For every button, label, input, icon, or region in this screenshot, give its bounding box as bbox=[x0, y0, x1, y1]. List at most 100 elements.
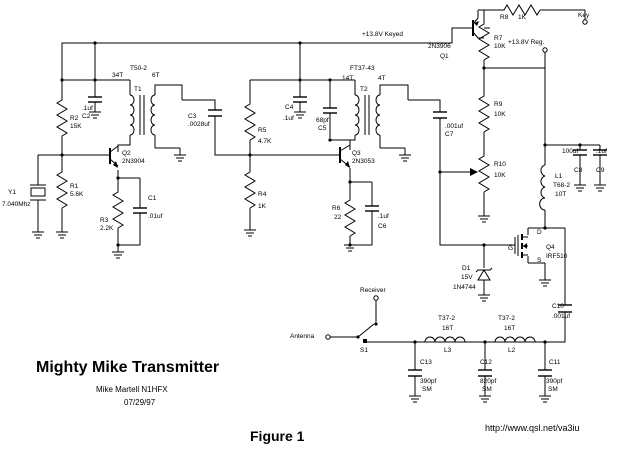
r9-value: 10K bbox=[494, 111, 506, 118]
d1-type: 1N4744 bbox=[453, 284, 476, 291]
c2-value: .1uf bbox=[82, 105, 93, 112]
capacitor-c3 bbox=[208, 109, 222, 117]
c5-value: 68pf bbox=[316, 117, 329, 124]
r3-label: R3 bbox=[100, 217, 109, 224]
r7-value: 10K bbox=[494, 43, 506, 50]
capacitor-c9 bbox=[593, 149, 607, 156]
capacitor-c10 bbox=[558, 304, 572, 313]
resistor-r6 bbox=[344, 196, 356, 237]
r10-label: R10 bbox=[494, 161, 506, 168]
d1-label: D1 bbox=[462, 265, 471, 272]
supply-keyed-label: +13.8V Keyed bbox=[362, 31, 403, 38]
capacitor-c12 bbox=[478, 369, 492, 377]
transistor-q2 bbox=[109, 145, 119, 168]
junction-dots bbox=[60, 41, 582, 344]
antenna-label: Antenna bbox=[290, 333, 315, 340]
l3-turns: 16T bbox=[442, 325, 453, 332]
c13-label: C13 bbox=[420, 359, 432, 366]
c4-value: .1uf bbox=[283, 115, 294, 122]
resistor-r10 bbox=[478, 152, 490, 193]
capacitor-c11 bbox=[538, 369, 552, 377]
r5-label: R5 bbox=[258, 127, 267, 134]
resistor-r8 bbox=[500, 4, 541, 16]
r5-value: 4.7K bbox=[258, 138, 272, 145]
capacitor-c5 bbox=[323, 107, 337, 114]
t2-secondary-turns: 4T bbox=[378, 75, 386, 82]
resistor-r7 bbox=[478, 20, 490, 61]
r7-label: R7 bbox=[494, 35, 503, 42]
capacitor-c7 bbox=[433, 111, 447, 119]
c11-value: 390pf bbox=[546, 378, 562, 385]
c8-value: 100uf bbox=[562, 148, 578, 155]
t1-secondary-turns: 6T bbox=[152, 72, 160, 79]
c12-label: C12 bbox=[480, 359, 492, 366]
crystal-y1 bbox=[30, 184, 46, 201]
r4-label: R4 bbox=[258, 191, 267, 198]
c12-type: SM bbox=[482, 386, 492, 393]
wires bbox=[37, 9, 601, 396]
resistor-r2 bbox=[56, 97, 68, 137]
t1-label: T1 bbox=[134, 86, 142, 93]
r10-value: 10K bbox=[494, 172, 506, 179]
c4-label: C4 bbox=[285, 104, 294, 111]
inductor-l3 bbox=[424, 336, 466, 343]
transformer-t1 bbox=[129, 94, 156, 136]
c13-value: 390pf bbox=[420, 378, 436, 385]
c2-label: C2 bbox=[82, 113, 91, 120]
c12-value: 820pf bbox=[480, 378, 496, 385]
supply-reg-label: +13.8V Reg. bbox=[508, 39, 545, 46]
diagram-title: Mighty Mike Transmitter bbox=[36, 359, 219, 376]
c7-label: C7 bbox=[445, 131, 454, 138]
terminals bbox=[325, 19, 588, 343]
capacitor-c6 bbox=[365, 205, 379, 212]
capacitor-c1 bbox=[133, 207, 147, 214]
component-labels: +13.8V Keyed +13.8V Reg. Key Y1 7.040Mhz… bbox=[2, 12, 607, 393]
r8-value: 1K bbox=[518, 14, 527, 21]
c6-label: C6 bbox=[378, 223, 387, 230]
t2-label: T2 bbox=[360, 86, 368, 93]
c11-type: SM bbox=[548, 386, 558, 393]
r1-value: 5.6K bbox=[70, 191, 84, 198]
r10-wiper-arrow bbox=[470, 168, 478, 176]
figure-caption: Figure 1 bbox=[250, 428, 305, 444]
receiver-label: Receiver bbox=[360, 287, 386, 294]
title-block: Mighty Mike Transmitter Mike Martell N1H… bbox=[36, 359, 580, 444]
t2-primary-turns: 14T bbox=[342, 75, 353, 82]
l3-core: T37-2 bbox=[438, 315, 455, 322]
q1-label: Q1 bbox=[440, 53, 449, 60]
capacitor-c4 bbox=[293, 96, 307, 103]
source-url: http://www.qsl.net/va3iu bbox=[485, 423, 580, 433]
c8-label: C8 bbox=[574, 167, 583, 174]
t1-core: T50-2 bbox=[130, 65, 147, 72]
q4-label: Q4 bbox=[546, 244, 555, 251]
c3-value: .0028uf bbox=[188, 121, 210, 128]
c9-label: C9 bbox=[596, 167, 605, 174]
inductor-l2 bbox=[494, 336, 536, 343]
resistor-r9 bbox=[478, 92, 490, 133]
c9-value: .1uf bbox=[596, 148, 607, 155]
l1-label: L1 bbox=[555, 173, 563, 180]
d1-voltage: 15V bbox=[461, 274, 473, 281]
q3-label: Q3 bbox=[352, 150, 361, 157]
s1-label: S1 bbox=[360, 347, 368, 354]
r4-value: 1K bbox=[258, 203, 267, 210]
capacitor-c2 bbox=[88, 96, 102, 103]
capacitor-c8 bbox=[573, 149, 587, 156]
transistor-q1 bbox=[472, 17, 484, 39]
resistor-r1 bbox=[56, 168, 68, 209]
resistor-r3 bbox=[112, 188, 124, 229]
c5-label: C5 bbox=[318, 125, 327, 132]
r8-label: R8 bbox=[500, 14, 509, 21]
q4-gate-label: G bbox=[508, 245, 513, 252]
q2-label: Q2 bbox=[122, 150, 131, 157]
date-line: 07/29/97 bbox=[124, 398, 156, 407]
t1-primary-turns: 34T bbox=[112, 72, 123, 79]
capacitor-c13 bbox=[408, 369, 422, 377]
author-line: Mike Martell N1HFX bbox=[96, 385, 168, 394]
q4-type: IRF510 bbox=[546, 253, 568, 260]
ground-symbols bbox=[32, 111, 606, 403]
l2-turns: 16T bbox=[504, 325, 515, 332]
c10-value: .001uf bbox=[552, 313, 570, 320]
y1-freq: 7.040Mhz bbox=[2, 201, 31, 208]
q3-type: 2N3053 bbox=[352, 158, 375, 165]
